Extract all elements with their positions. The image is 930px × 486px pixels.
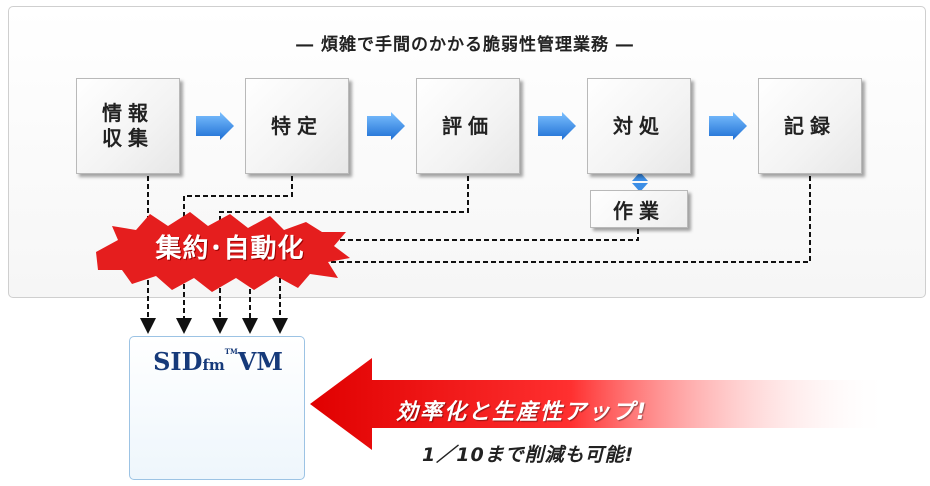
burst-label: 集約･自動化: [155, 234, 305, 264]
step-respond: 対処: [587, 78, 691, 174]
updown-arrow-icon-lower: [632, 183, 648, 192]
connector-record: [272, 176, 811, 334]
step-record: 記録: [758, 78, 862, 174]
step-evaluate: 評価: [416, 78, 520, 174]
benefit-label: 効率化と生産性アップ!: [396, 400, 649, 425]
big-red-arrow: [310, 358, 890, 450]
product-logo: SIDfmTMVM: [153, 347, 283, 376]
burst-shape: [96, 212, 350, 292]
updown-arrow-icon: [632, 172, 648, 181]
step-work: 作業: [590, 190, 688, 228]
step-identify: 特定: [245, 78, 349, 174]
flow-arrow-2: [367, 112, 405, 140]
flow-arrow-3: [538, 112, 576, 140]
panel-title: ― 煩雑で手間のかかる脆弱性管理業務 ―: [296, 35, 634, 55]
product-box: SIDfmTMVM: [129, 336, 305, 480]
flow-arrow-1: [196, 112, 234, 140]
step-info-gathering: 情報 収集: [76, 78, 180, 174]
flow-arrow-4: [709, 112, 747, 140]
reduction-note: 1／10まで削減も可能!: [422, 444, 635, 466]
